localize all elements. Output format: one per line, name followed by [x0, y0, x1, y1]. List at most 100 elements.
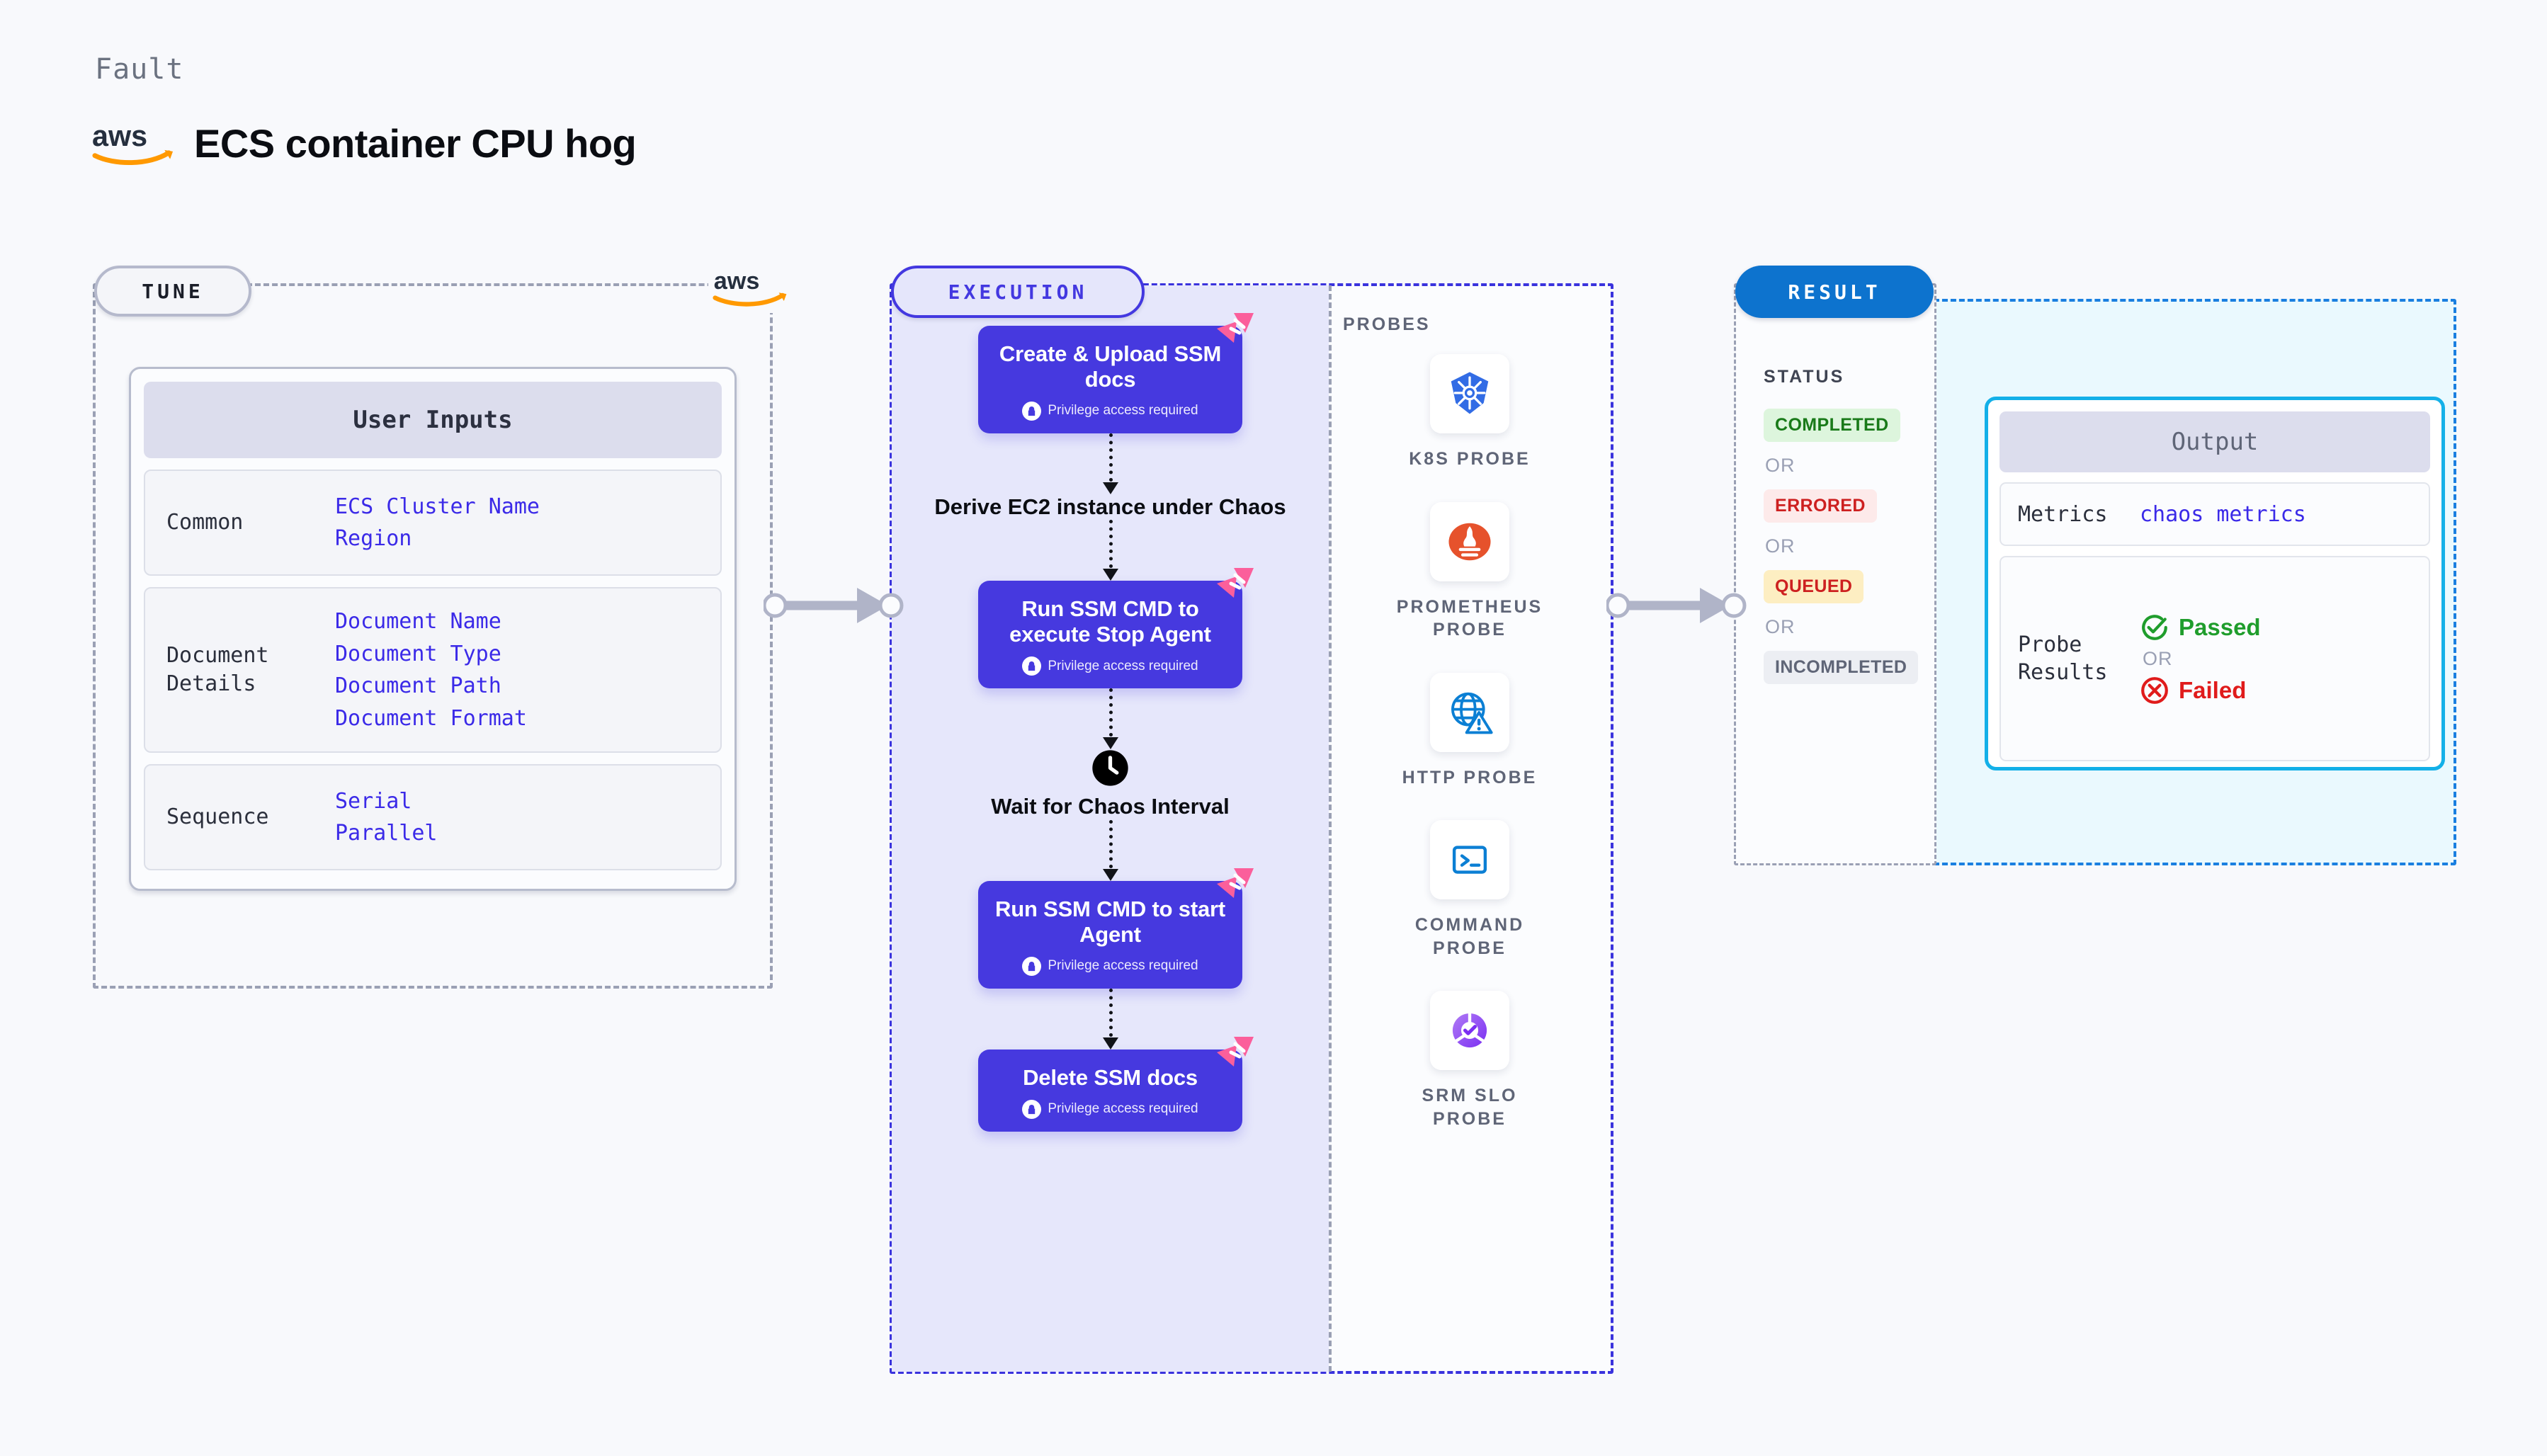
- probe-item-srm-slo[interactable]: SRM SLO PROBE: [1422, 991, 1518, 1130]
- metrics-value[interactable]: chaos metrics: [2140, 501, 2306, 527]
- check-circle-icon: [2140, 613, 2169, 642]
- input-group-common: Common ECS Cluster Name Region: [144, 470, 722, 576]
- status-badge-completed: COMPLETED: [1764, 409, 1900, 442]
- input-group-label: Document Details: [166, 643, 269, 696]
- result-pill: RESULT: [1735, 266, 1934, 318]
- probe-label: PROMETHEUS PROBE: [1396, 596, 1543, 640]
- input-value[interactable]: ECS Cluster Name: [335, 494, 540, 519]
- probes-list: K8S PROBE PROMETHEUS PROBE: [1343, 354, 1596, 1130]
- or-separator: OR: [1765, 535, 1796, 557]
- probes-divider: [1329, 285, 1332, 1372]
- probes-section-label: PROBES: [1343, 314, 1431, 334]
- output-row-label: Metrics: [2018, 501, 2108, 527]
- lock-icon: [1022, 656, 1042, 676]
- probe-label: SRM SLO PROBE: [1422, 1086, 1518, 1129]
- status-heading: STATUS: [1764, 367, 1845, 387]
- probe-result-failed: Failed: [2140, 676, 2261, 705]
- connector-execution-to-result: [1606, 588, 1747, 623]
- input-group-values: ECS Cluster Name Region: [335, 494, 540, 551]
- input-group-sequence: Sequence Serial Parallel: [144, 764, 722, 870]
- flow-node-task[interactable]: Run SSM CMD to execute Stop Agent Privil…: [978, 568, 1254, 689]
- tune-section-border: [93, 283, 773, 989]
- output-row-metrics: Metrics chaos metrics: [1999, 482, 2430, 546]
- probe-result-passed-text: Passed: [2179, 613, 2261, 640]
- output-row-probe-results: Probe Results Passed OR: [1999, 556, 2430, 761]
- privilege-note: Privilege access required: [989, 1099, 1231, 1119]
- input-value[interactable]: Document Format: [335, 705, 527, 731]
- svg-text:aws: aws: [92, 122, 147, 152]
- input-group-label: Common: [166, 510, 244, 535]
- lock-icon: [1022, 1099, 1042, 1119]
- probe-result-failed-text: Failed: [2179, 676, 2247, 703]
- probe-result-passed: Passed: [2140, 613, 2261, 642]
- probe-label: HTTP PROBE: [1402, 767, 1538, 787]
- probe-item-command[interactable]: COMMAND PROBE: [1415, 820, 1524, 960]
- input-value[interactable]: Region: [335, 526, 412, 551]
- status-badge-incompleted: INCOMPLETED: [1764, 651, 1919, 684]
- privilege-note: Privilege access required: [989, 656, 1231, 676]
- aws-logo-icon: aws: [713, 268, 789, 309]
- page-header: aws ECS container CPU hog: [92, 120, 637, 166]
- privilege-note-text: Privilege access required: [1048, 658, 1198, 673]
- input-value[interactable]: Serial: [335, 788, 412, 814]
- flow-node-title: Delete SSM docs: [1023, 1064, 1198, 1090]
- user-inputs-title: User Inputs: [144, 382, 722, 458]
- input-group-values: Document Name Document Type Document Pat…: [335, 610, 527, 729]
- flow-node-title: Create & Upload SSM docs: [999, 341, 1222, 392]
- input-group-document-details: Document Details Document Name Document …: [144, 587, 722, 753]
- flow-connector: [1102, 988, 1118, 1050]
- terminal-icon: [1429, 820, 1509, 899]
- x-circle-icon: [2140, 676, 2169, 705]
- page-title: ECS container CPU hog: [194, 121, 637, 166]
- probe-label: COMMAND PROBE: [1414, 915, 1525, 958]
- privilege-note-text: Privilege access required: [1048, 403, 1198, 419]
- flow-connector: [1102, 819, 1118, 881]
- input-value[interactable]: Document Name: [335, 609, 501, 634]
- litmus-ribbon-icon: [1217, 568, 1254, 598]
- litmus-ribbon-icon: [1217, 313, 1254, 343]
- flow-node-title: Wait for Chaos Interval: [991, 794, 1230, 819]
- execution-flow: Create & Upload SSM docs Privilege acces…: [892, 313, 1329, 1132]
- tune-pill: TUNE: [94, 266, 251, 317]
- status-badge-queued: QUEUED: [1764, 570, 1864, 603]
- http-globe-icon: [1429, 672, 1509, 752]
- flow-node-task[interactable]: Create & Upload SSM docs Privilege acces…: [978, 313, 1254, 433]
- output-card: Output Metrics chaos metrics Probe Resul…: [1985, 397, 2445, 770]
- status-badge-errored: ERRORED: [1764, 489, 1877, 523]
- probe-item-http[interactable]: HTTP PROBE: [1402, 672, 1538, 790]
- aws-logo-icon: aws: [92, 122, 176, 166]
- input-group-label: Sequence: [166, 804, 269, 830]
- flow-node-plain: Derive EC2 instance under Chaos: [934, 494, 1286, 519]
- flow-node-title: Run SSM CMD to execute Stop Agent: [1009, 596, 1211, 647]
- input-value[interactable]: Document Path: [335, 673, 501, 698]
- flow-node-task[interactable]: Delete SSM docs Privilege access require…: [978, 1036, 1254, 1132]
- prometheus-icon: [1430, 501, 1509, 581]
- output-row-label: Probe Results: [2018, 632, 2108, 685]
- tune-provider-logo: aws: [708, 263, 793, 313]
- flow-connector: [1102, 520, 1118, 581]
- privilege-note-text: Privilege access required: [1048, 958, 1198, 974]
- or-separator: OR: [2143, 647, 2173, 669]
- lock-icon: [1022, 401, 1042, 421]
- execution-pill: EXECUTION: [891, 266, 1145, 318]
- probe-label: K8S PROBE: [1409, 449, 1531, 469]
- probe-item-prometheus[interactable]: PROMETHEUS PROBE: [1396, 501, 1543, 642]
- or-separator: OR: [1765, 616, 1796, 637]
- status-list: STATUS COMPLETED OR ERRORED OR QUEUED OR…: [1764, 367, 1927, 684]
- litmus-ribbon-icon: [1217, 868, 1254, 898]
- svg-text:aws: aws: [714, 268, 760, 295]
- connector-tune-to-execution: [764, 588, 904, 623]
- kubernetes-icon: [1429, 354, 1509, 433]
- privilege-note-text: Privilege access required: [1048, 1101, 1198, 1117]
- input-value[interactable]: Document Type: [335, 641, 501, 666]
- probe-item-k8s[interactable]: K8S PROBE: [1409, 354, 1530, 471]
- flow-node-title: Run SSM CMD to start Agent: [995, 896, 1225, 947]
- clock-icon: [991, 749, 1229, 787]
- flow-connector: [1102, 433, 1118, 494]
- flow-node-task[interactable]: Run SSM CMD to start Agent Privilege acc…: [978, 868, 1254, 989]
- input-value[interactable]: Parallel: [335, 821, 438, 846]
- probe-result-values: Passed OR Failed: [2140, 613, 2261, 705]
- privilege-note: Privilege access required: [989, 956, 1231, 976]
- lock-icon: [1022, 956, 1042, 976]
